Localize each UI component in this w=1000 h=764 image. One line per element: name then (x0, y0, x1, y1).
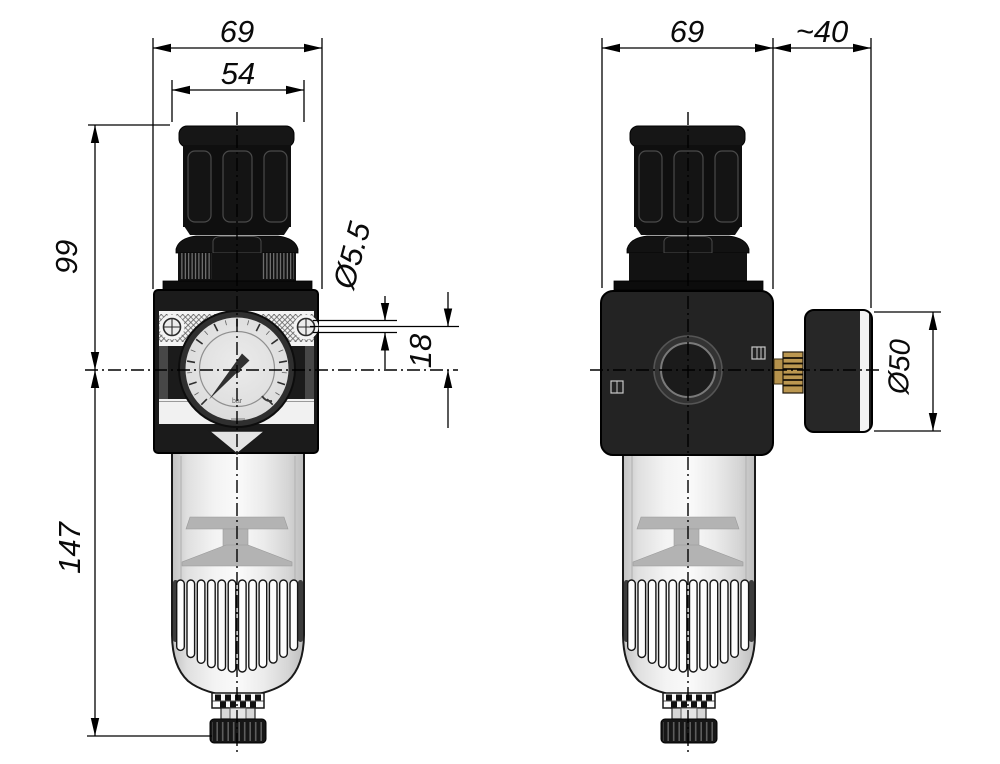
side-centerlines (590, 112, 880, 756)
dimension-arrows (90, 43, 938, 736)
dim-label-upper-height: 99 (49, 240, 84, 274)
dim-label-hole-diameter: Ø5.5 (326, 218, 378, 294)
thread-texture-left (180, 252, 212, 279)
gauge-unit-label: bar (232, 398, 243, 405)
dim-label-side-width: 69 (670, 14, 704, 49)
gauge-connector-brass (773, 351, 804, 394)
dim-label-gauge-depth: ~40 (796, 14, 849, 49)
dim-label-lower-height: 147 (52, 520, 87, 573)
dim-label-gauge-diameter: Ø50 (883, 339, 917, 396)
pressure-gauge-side (804, 309, 873, 433)
regulator-body-side (600, 290, 774, 456)
dim-label-front-width: 69 (220, 14, 254, 49)
thread-texture-right (262, 252, 294, 279)
panel-screw-left (162, 317, 182, 337)
gauge-minor-ticks (187, 320, 287, 396)
side-view (590, 112, 880, 756)
front-view: bar (85, 112, 458, 756)
gauge-needle (209, 353, 250, 400)
dim-label-knob-width: 54 (221, 56, 255, 91)
gauge-major-ticks (186, 318, 288, 406)
front-centerlines (85, 112, 458, 756)
dim-label-hole-offset: 18 (403, 333, 438, 368)
